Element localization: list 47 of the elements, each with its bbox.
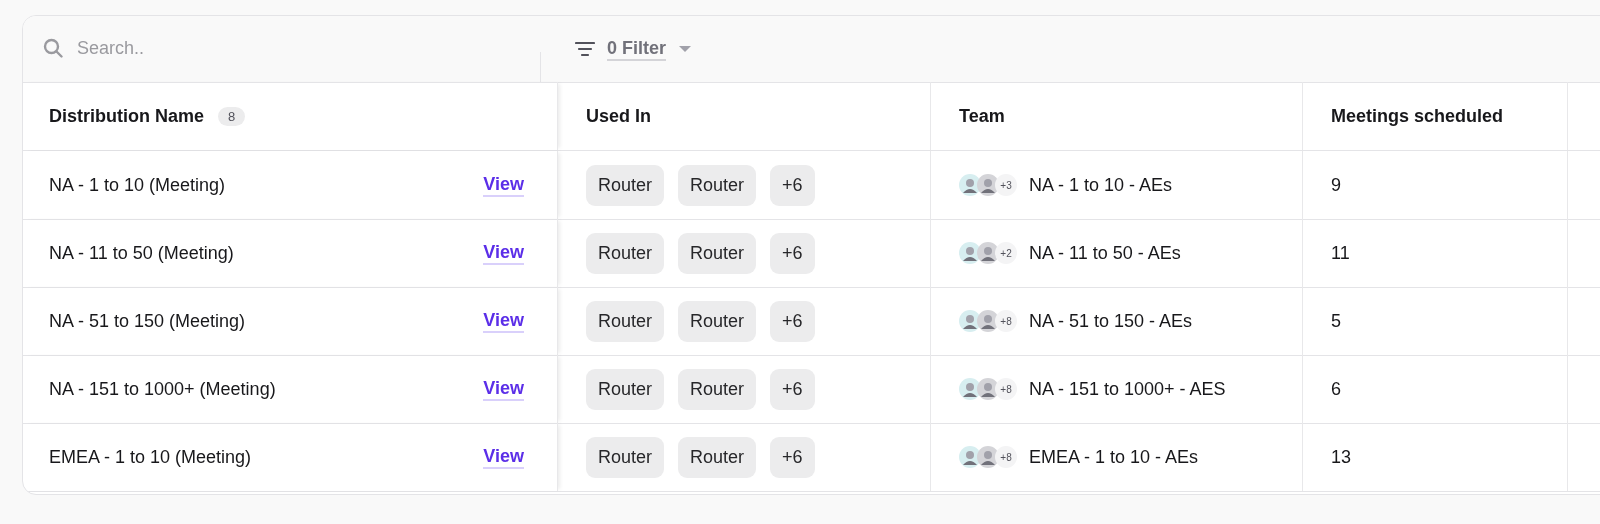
distribution-name: NA - 1 to 10 (Meeting) (49, 174, 226, 196)
team-name: NA - 151 to 1000+ - AES (1029, 378, 1226, 400)
more-count: +8 (995, 310, 1017, 332)
tag: Router (678, 164, 757, 206)
team-name: NA - 51 to 150 - AEs (1029, 310, 1193, 332)
filter-button: 0 Filter (575, 34, 693, 64)
tag: +6 (770, 436, 815, 478)
view-link: View (483, 241, 524, 265)
tag: Router (586, 164, 665, 206)
column-header: Meetings scheduled (1331, 105, 1504, 127)
team-name: NA - 1 to 10 - AEs (1029, 174, 1173, 196)
more-count: +8 (995, 378, 1017, 400)
column-header: Distribution Name (49, 105, 204, 127)
column-header: Team (959, 105, 1005, 127)
team-name: NA - 11 to 50 - AEs (1029, 242, 1181, 264)
search-field: Search.. (43, 30, 533, 66)
team-name: EMEA - 1 to 10 - AEs (1029, 446, 1199, 468)
view-link: View (483, 173, 524, 197)
meeting-count: 11 (1331, 242, 1350, 264)
tag: +6 (770, 232, 815, 274)
tag: +6 (770, 300, 815, 342)
tag: Router (678, 368, 757, 410)
distribution-name: EMEA - 1 to 10 (Meeting) (49, 446, 252, 468)
view-link: View (483, 377, 524, 401)
more-count: +3 (995, 174, 1017, 196)
more-count: +2 (995, 242, 1017, 264)
tag: Router (678, 232, 757, 274)
tag: Router (678, 436, 757, 478)
distribution-name: NA - 51 to 150 (Meeting) (49, 310, 246, 332)
meeting-count: 5 (1331, 310, 1341, 332)
more-count: +8 (995, 446, 1017, 468)
tag: +6 (770, 368, 815, 410)
tag: +6 (770, 164, 815, 206)
view-link: View (483, 309, 524, 333)
view-link: View (483, 445, 524, 469)
meeting-count: 6 (1331, 378, 1341, 400)
tag: Router (586, 232, 665, 274)
tag: Router (586, 436, 665, 478)
tag: Router (586, 300, 665, 342)
meeting-count: 9 (1331, 174, 1341, 196)
column-header: Used In (586, 105, 651, 127)
distribution-name: NA - 151 to 1000+ (Meeting) (49, 378, 276, 400)
distribution-name: NA - 11 to 50 (Meeting) (49, 242, 234, 264)
meeting-count: 13 (1331, 446, 1352, 468)
count-badge: 8 (218, 106, 246, 126)
tag: Router (586, 368, 665, 410)
tag: Router (678, 300, 757, 342)
